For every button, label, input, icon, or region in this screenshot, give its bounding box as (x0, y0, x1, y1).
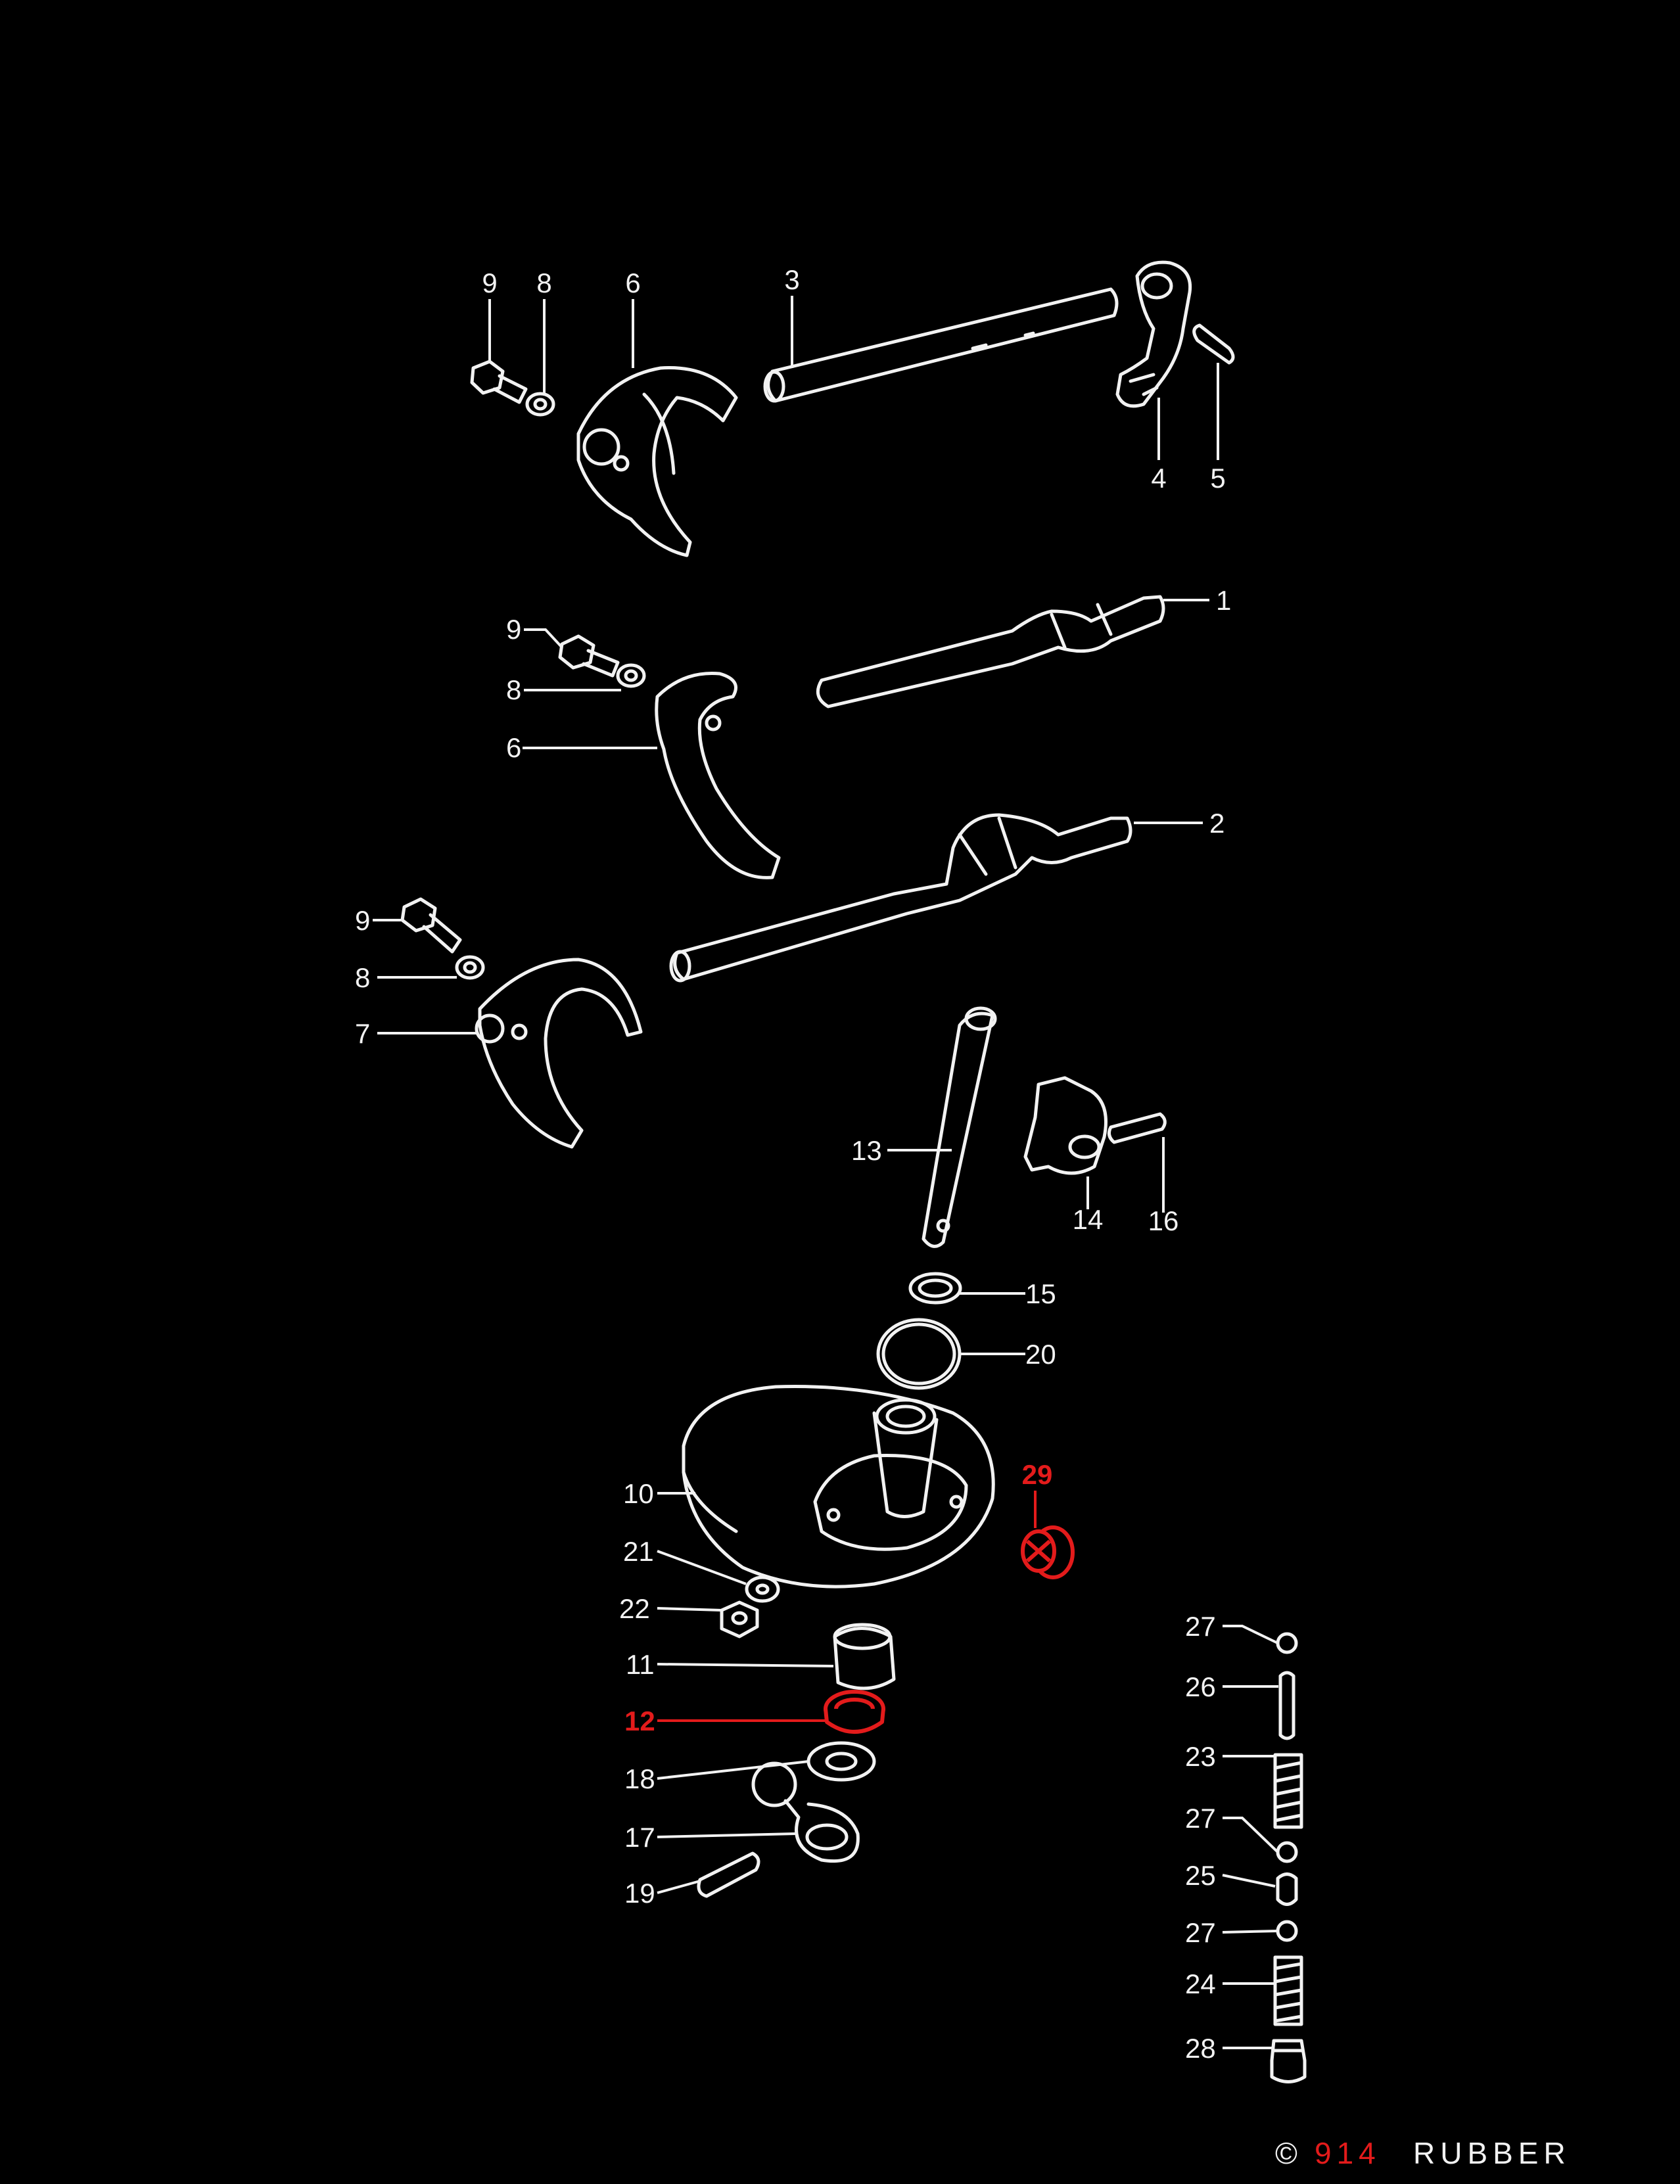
plug-28 (1270, 2039, 1307, 2083)
callout-8-top: 8 (536, 267, 551, 298)
bushing-11 (833, 1623, 896, 1690)
callout-27-low: 27 (1185, 1917, 1216, 1948)
shift-fork-6-middle (655, 671, 781, 879)
callout-27-mid: 27 (1185, 1803, 1216, 1834)
washer-8-top (525, 392, 555, 417)
guide-14 (1023, 1076, 1108, 1175)
callout-27-top: 27 (1185, 1611, 1216, 1642)
callout-13: 13 (851, 1135, 882, 1166)
callout-15: 15 (1025, 1278, 1056, 1309)
callout-6-top: 6 (625, 267, 640, 298)
callout-19: 19 (624, 1878, 655, 1909)
brand-logo: © 914 RUBBER (1275, 2136, 1571, 2170)
callout-28: 28 (1185, 2033, 1216, 2064)
callout-16: 16 (1148, 1205, 1179, 1236)
leader-lines (373, 296, 1279, 2049)
shift-rod-3 (763, 287, 1119, 403)
callout-20: 20 (1025, 1339, 1056, 1370)
callout-8-lower: 8 (355, 962, 370, 993)
callout-4: 4 (1151, 463, 1166, 494)
shift-rod-1 (816, 595, 1165, 709)
callout-9-middle: 9 (506, 614, 521, 645)
callout-labels: 9 8 6 3 4 5 1 9 8 6 2 9 8 7 13 14 16 15 … (355, 264, 1231, 2064)
callout-3: 3 (784, 264, 799, 295)
pin-16 (1107, 1112, 1167, 1144)
callout-12: 12 (624, 1706, 655, 1736)
callout-9-top: 9 (482, 267, 497, 298)
brand-name: RUBBER (1413, 2136, 1571, 2170)
plunger-25 (1276, 1872, 1298, 1906)
callout-8-middle: 8 (506, 674, 521, 705)
callout-23: 23 (1185, 1741, 1216, 1772)
seal-12 (824, 1690, 885, 1734)
brand-number: 914 (1315, 2136, 1381, 2170)
shift-finger-13 (922, 1006, 997, 1248)
shift-fork-7 (475, 958, 643, 1149)
housing-cover-10 (682, 1385, 995, 1589)
callout-1: 1 (1216, 585, 1231, 616)
nut-22 (720, 1600, 759, 1638)
copyright-symbol: © (1275, 2136, 1303, 2170)
washer-15 (908, 1272, 962, 1305)
callout-25: 25 (1185, 1860, 1216, 1891)
callout-26: 26 (1185, 1671, 1216, 1702)
ball-17 (751, 1761, 860, 1863)
pin-19 (697, 1851, 760, 1898)
detent-ball-27-mid (1276, 1841, 1298, 1863)
detent-pin-26 (1278, 1671, 1295, 1740)
washer-18 (806, 1741, 876, 1782)
washer-21 (745, 1575, 780, 1603)
callout-7: 7 (355, 1018, 370, 1049)
washer-8-middle (616, 663, 646, 688)
spring-23 (1273, 1753, 1303, 1829)
callout-10: 10 (623, 1478, 654, 1509)
callout-5: 5 (1210, 463, 1225, 494)
plug-29 (1021, 1525, 1075, 1579)
bolt-9-lower (400, 897, 462, 954)
bolt-9-top (470, 360, 528, 404)
callout-18: 18 (624, 1763, 655, 1794)
callout-9-lower: 9 (355, 905, 370, 936)
spring-24 (1273, 1955, 1303, 2026)
shift-fork-6-top (576, 366, 738, 557)
callout-2: 2 (1209, 808, 1225, 839)
callout-6-middle: 6 (506, 732, 521, 763)
callout-22: 22 (619, 1593, 650, 1624)
bolt-9-middle (558, 634, 620, 678)
callout-21: 21 (623, 1536, 654, 1567)
roll-pin-5 (1192, 323, 1235, 365)
washer-8-lower (455, 955, 485, 980)
callout-11: 11 (626, 1649, 655, 1680)
detent-ball-27-top (1276, 1632, 1298, 1654)
callout-29: 29 (1022, 1459, 1053, 1490)
selector-lever-4 (1115, 260, 1192, 408)
shift-rod-2 (669, 813, 1132, 983)
o-ring-20 (876, 1318, 962, 1390)
detent-ball-27-low (1276, 1920, 1298, 1942)
callout-17: 17 (624, 1822, 655, 1853)
callout-14: 14 (1073, 1204, 1104, 1235)
callout-24: 24 (1185, 1968, 1216, 1999)
